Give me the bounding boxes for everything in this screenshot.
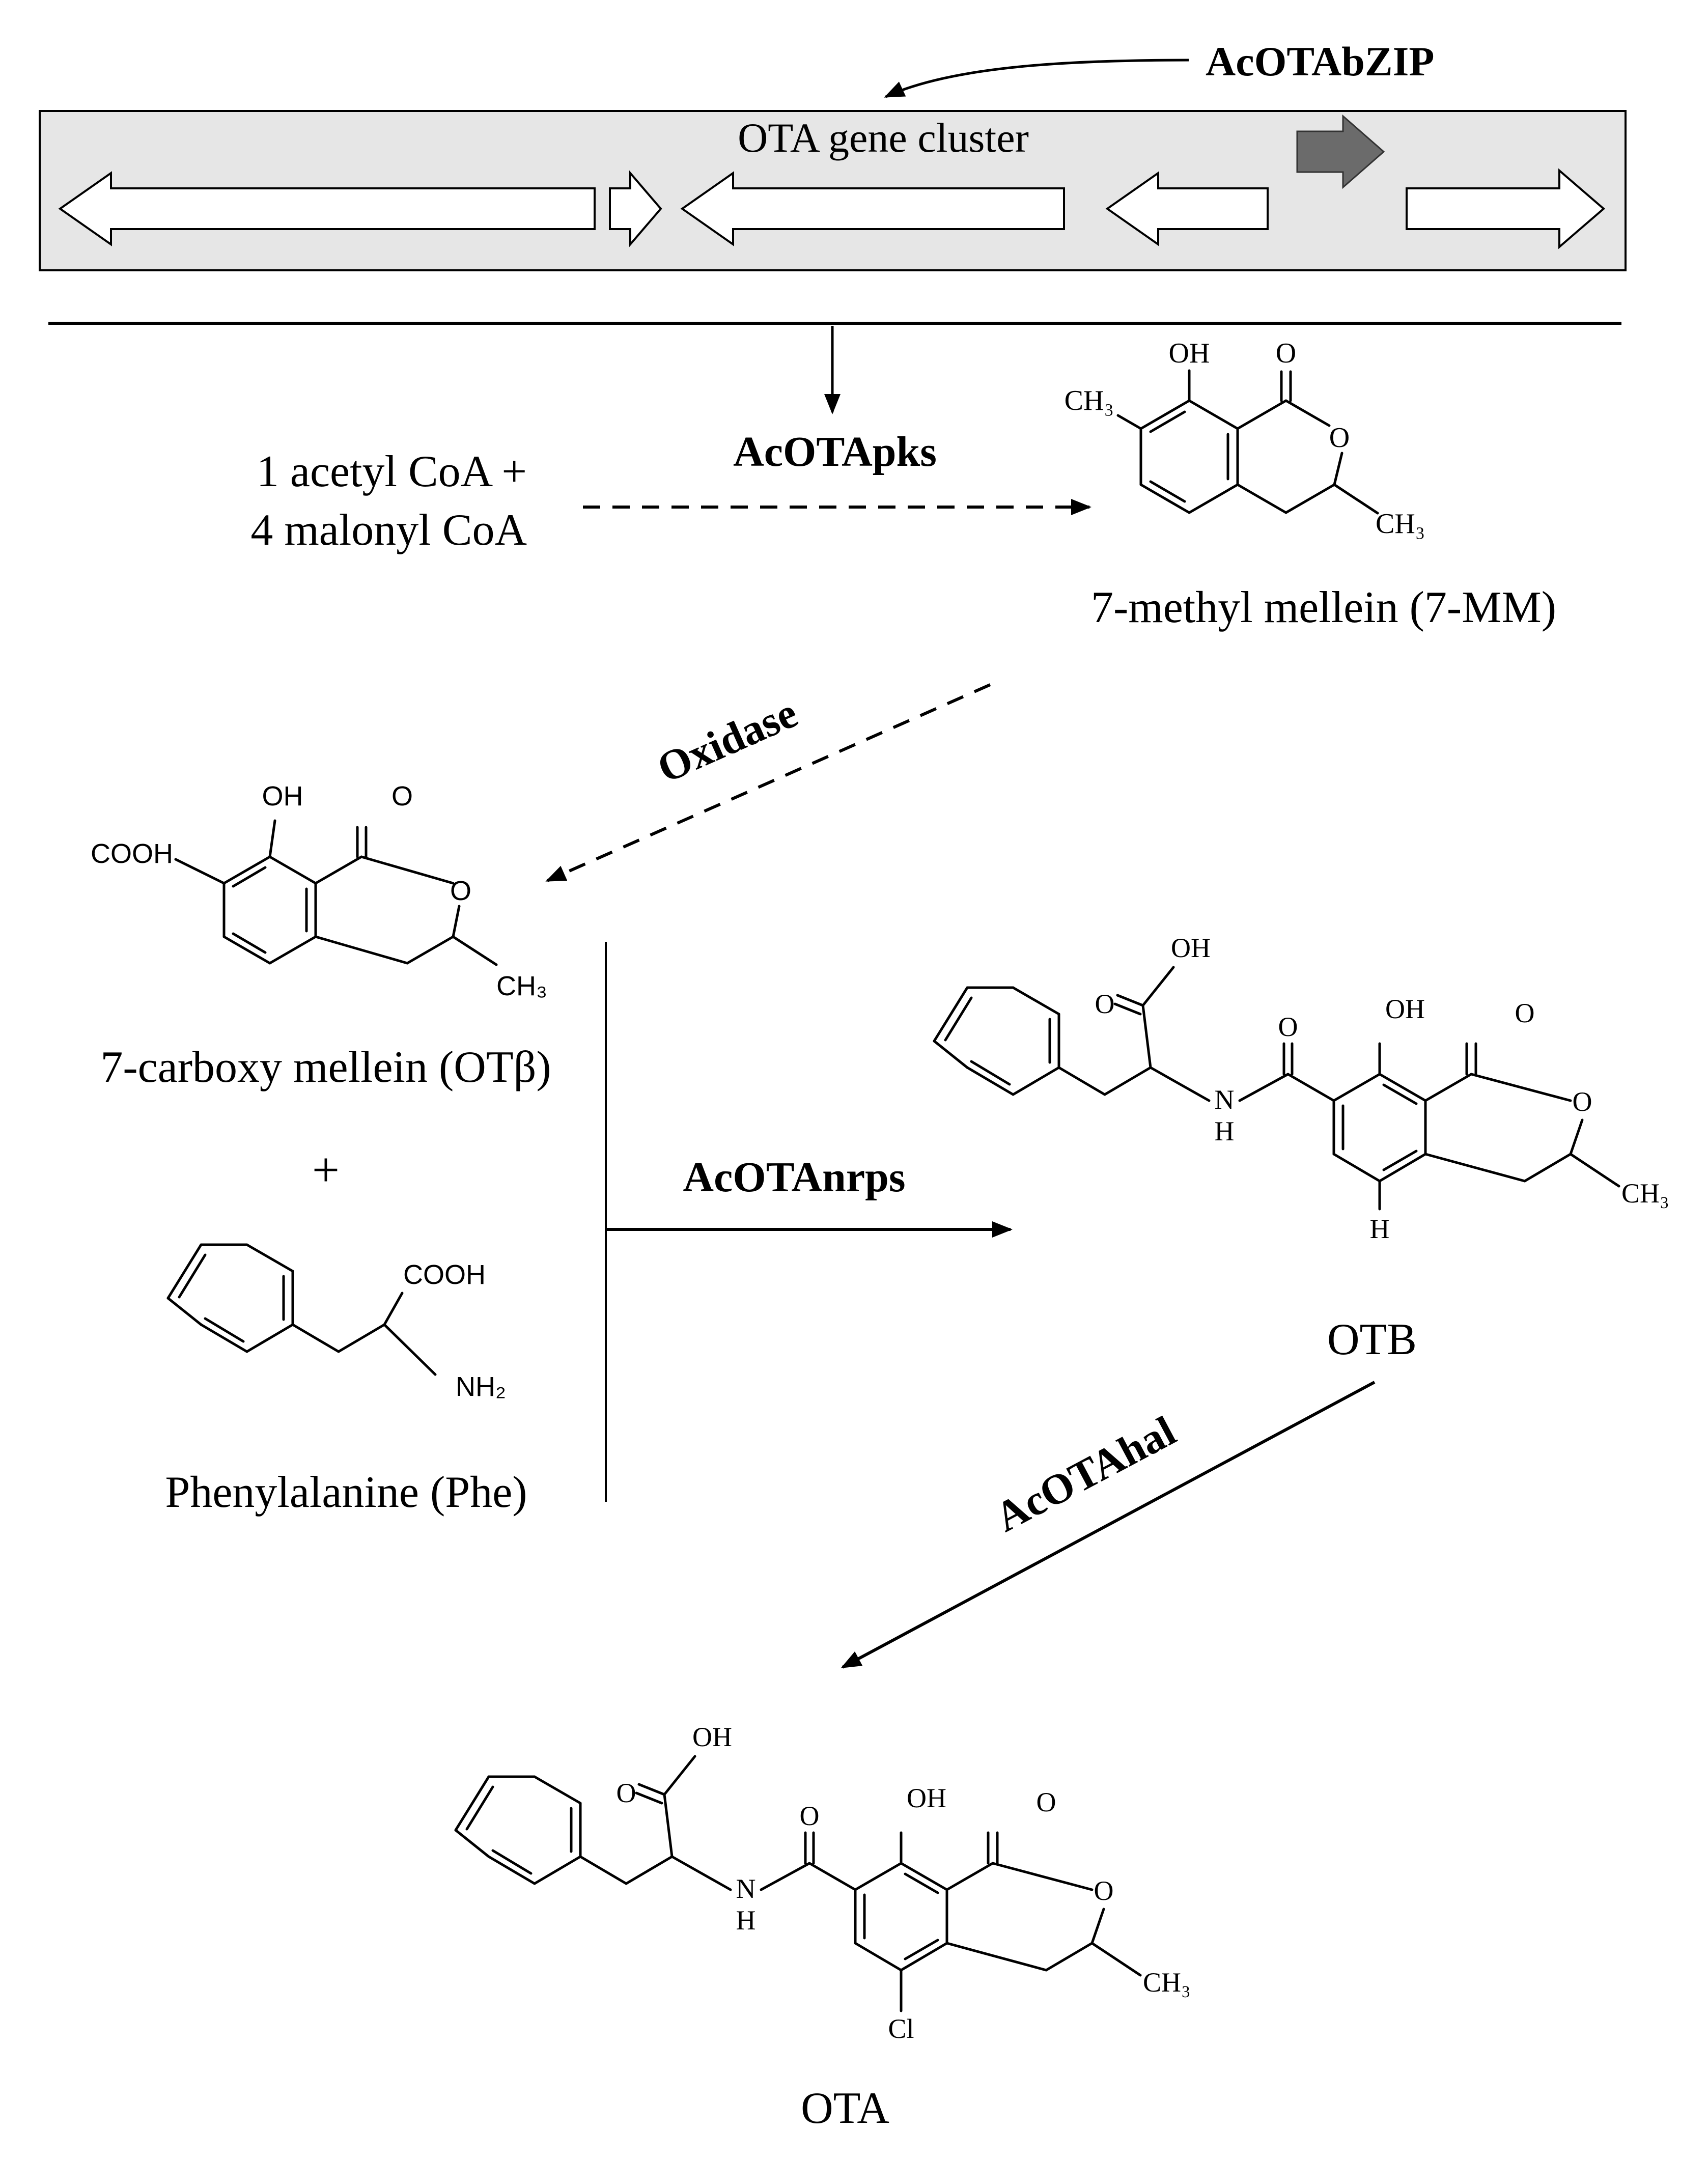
otb-amide-o-label: O — [1278, 1012, 1298, 1042]
oxidase-arrow — [545, 683, 991, 882]
7mm-oh-label: OH — [1169, 338, 1210, 369]
phe-label: Phenylalanine (Phe) — [165, 1468, 527, 1517]
otb-ring-o-label: O — [1573, 1086, 1592, 1117]
otb-carbonyl-o-label: O — [1515, 998, 1535, 1028]
substrate-line-2: 4 malonyl CoA — [250, 506, 527, 555]
plus-sign: + — [312, 1142, 340, 1197]
phe-nh2-label: NH₂ — [456, 1371, 506, 1402]
structure-otb — [933, 966, 1620, 1211]
otb-acid-oh-label: OH — [1171, 933, 1211, 963]
structure-otbeta — [174, 819, 498, 966]
otbeta-cooh-label: COOH — [91, 838, 173, 869]
7mm-ch3-label-2: CH₃ — [1376, 508, 1425, 540]
otb-ch3-label: CH₃ — [1621, 1178, 1669, 1209]
structure-7mm — [1116, 369, 1379, 515]
otb-n-label: N — [1215, 1084, 1235, 1115]
ota-product-label: OTA — [801, 2084, 889, 2133]
otb-product-label: OTB — [1327, 1315, 1417, 1364]
regulator-label: AcOTAbZIP — [1206, 38, 1435, 85]
otbeta-ch3-label: CH₃ — [496, 971, 547, 1001]
otbeta-product-label: 7-carboxy mellein (OTβ) — [100, 1043, 551, 1092]
ota-ring-o-label: O — [1094, 1875, 1114, 1906]
7mm-product-label: 7-methyl mellein (7-MM) — [1091, 583, 1556, 632]
otb-nh-label: H — [1215, 1116, 1235, 1146]
7mm-ring-o-label: O — [1329, 422, 1350, 454]
otb-acid-o-label: O — [1095, 989, 1115, 1019]
otbeta-oh-label: OH — [262, 781, 303, 811]
structure-phenylalanine — [166, 1243, 437, 1376]
nrps-enzyme-label: AcOTAnrps — [683, 1154, 905, 1201]
structure-ota — [454, 1755, 1142, 2012]
gene-arrow-5 — [1406, 168, 1606, 249]
ota-acid-oh-label: OH — [692, 1722, 732, 1752]
otb-oh-label: OH — [1385, 994, 1425, 1024]
ota-acid-o-label: O — [617, 1778, 636, 1808]
7mm-carbonyl-o-label: O — [1276, 338, 1296, 369]
ota-amide-o-label: O — [800, 1801, 820, 1831]
7mm-ch3-label: CH₃ — [1065, 385, 1114, 416]
ota-n-label: N — [736, 1873, 756, 1904]
gene-arrow-2 — [609, 170, 662, 247]
ota-cl-label: Cl — [888, 2013, 914, 2044]
oxidase-label: Oxidase — [651, 689, 804, 793]
hal-arrow — [841, 1381, 1376, 1669]
otb-h-label: H — [1370, 1214, 1390, 1244]
otbeta-carbonyl-o-label: O — [391, 781, 413, 811]
gene-cluster-panel: OTA gene cluster — [39, 110, 1627, 271]
ota-ch3-label: CH₃ — [1143, 1967, 1191, 1998]
hal-enzyme-label: AcOTAhal — [988, 1407, 1183, 1541]
ota-nh-label: H — [736, 1905, 756, 1936]
gene-cluster-title: OTA gene cluster — [738, 115, 1029, 161]
ota-oh-label: OH — [907, 1783, 946, 1813]
phe-cooh-label: COOH — [403, 1259, 486, 1290]
regulator-arrow — [884, 59, 1189, 98]
pks-enzyme-label: AcOTApks — [733, 428, 937, 475]
gene-arrow-3 — [680, 171, 1065, 246]
ota-carbonyl-o-label: O — [1037, 1787, 1056, 1817]
gene-arrow-4 — [1105, 171, 1269, 246]
substrate-line-1: 1 acetyl CoA + — [257, 447, 527, 496]
otbeta-ring-o-label: O — [450, 876, 471, 906]
gene-arrow-1 — [58, 171, 596, 246]
gene-arrow-bzip — [1296, 114, 1385, 189]
